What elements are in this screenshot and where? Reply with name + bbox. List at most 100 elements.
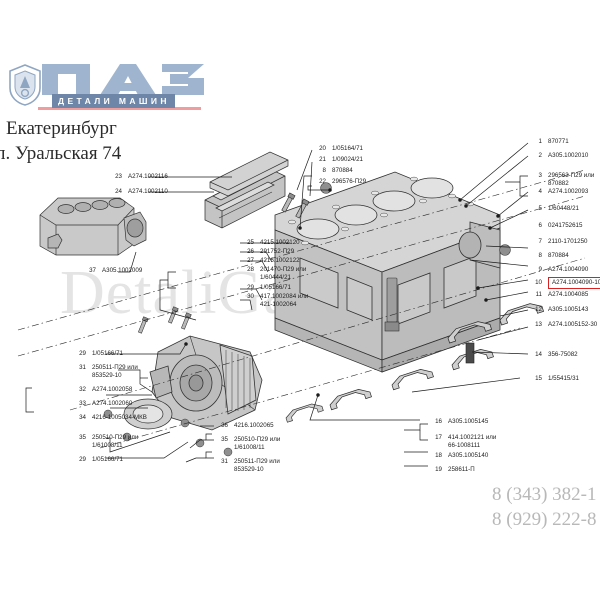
part-number: 19 xyxy=(435,466,442,473)
part-code: 1/05166/71 xyxy=(92,456,123,463)
part-code: 417.1002084 или xyxy=(260,293,309,300)
logo-subtitle: ДЕТАЛИ МАШИН xyxy=(52,94,175,108)
part-number: 26 xyxy=(247,248,254,255)
part-number: 31 xyxy=(221,458,228,465)
part-code: 870771 xyxy=(548,138,569,145)
part-number: 18 xyxy=(435,452,442,459)
part-row-top-center-22: 22 296576-П29 xyxy=(312,178,366,186)
part-code: 356-75082 xyxy=(548,351,578,358)
part-number: 22 xyxy=(319,178,326,185)
part-code: A274.1002116 xyxy=(128,173,168,180)
part-code: 250510-П29 или xyxy=(234,436,281,443)
part-number: 28 xyxy=(247,266,254,273)
part-number: 20 xyxy=(319,145,326,152)
part-code: A274.1002060 xyxy=(92,400,133,407)
part-number: 6 xyxy=(538,222,542,229)
part-number: 17 xyxy=(435,434,442,441)
part-number: 5 xyxy=(538,205,542,212)
part-code-alt: 421-1002064 xyxy=(260,300,297,308)
part-code-alt: 870882 xyxy=(548,179,569,187)
phone-number-1[interactable]: 8 (343) 382-1 xyxy=(492,484,597,505)
part-code: A305.1002010 xyxy=(548,152,589,159)
part-number: 14 xyxy=(535,351,542,358)
part-code-alt: 1/61008/11 xyxy=(92,441,123,449)
part-number: 2 xyxy=(538,152,542,159)
part-code: 1/05164/71 xyxy=(332,145,363,152)
part-code: 201470-П29 или xyxy=(260,266,307,273)
part-number: 35 xyxy=(79,434,86,441)
part-code-alt: 66-1008111 xyxy=(448,441,481,449)
part-row-right-6: 6 0241752615 xyxy=(528,222,583,230)
part-code: 1/55415/31 xyxy=(548,375,579,382)
company-street: л. Уральская 74 xyxy=(0,143,122,164)
part-code-alt: 1/60444/21 xyxy=(260,273,291,281)
part-code: 250510-П29 или xyxy=(92,434,139,441)
part-code: 4215.1002120 xyxy=(260,239,300,246)
part-code: 414.1002121 или xyxy=(448,434,497,441)
part-code: A274.1004090 xyxy=(548,266,589,273)
part-code-alt: 853529-10 xyxy=(92,371,122,379)
part-number: 11 xyxy=(535,291,542,298)
head-gasket-cover xyxy=(204,167,286,229)
part-code: 0241752615 xyxy=(548,222,583,229)
part-number: 29 xyxy=(79,350,86,357)
part-code: 4216.1002122 xyxy=(260,257,300,264)
part-code: 250511-П29 или xyxy=(234,458,280,465)
part-code: A274.1002093 xyxy=(548,188,589,195)
part-number: 7 xyxy=(538,238,542,245)
part-row-mid-left-26: 26 291752-П29 xyxy=(240,248,294,256)
part-number: 24 xyxy=(115,188,122,195)
part-code: 1/09024/21 xyxy=(332,156,363,163)
part-code: 1/05166/71 xyxy=(260,284,291,291)
part-code: 870884 xyxy=(548,252,569,259)
part-number: 8 xyxy=(322,167,326,174)
main-bearing-caps xyxy=(284,345,494,423)
part-code: 870884 xyxy=(332,167,353,174)
part-number: 1 xyxy=(538,138,542,145)
leader-lines-right xyxy=(411,142,529,393)
company-city: Екатеринбург xyxy=(6,118,117,139)
part-number: 4 xyxy=(538,188,542,195)
part-number: 13 xyxy=(535,321,542,328)
part-number: 34 xyxy=(79,414,86,421)
brand-logo: ДЕТАЛИ МАШИН xyxy=(8,62,204,114)
gaz-wordmark xyxy=(42,64,204,95)
part-code: 296576-П29 xyxy=(332,178,367,185)
part-code: A274.1002058 xyxy=(92,386,133,393)
part-code: A274.1004090-10 xyxy=(548,277,600,289)
part-code: 291752-П29 xyxy=(260,248,295,255)
part-code: A274.1005152-30 xyxy=(548,321,598,328)
part-code: 250511-П29 или xyxy=(92,364,138,371)
phone-number-2[interactable]: 8 (929) 222-8 xyxy=(492,509,597,530)
part-row-right-14: 14 356-75082 xyxy=(528,351,578,359)
part-number: 30 xyxy=(247,293,254,300)
part-number: 31 xyxy=(79,364,86,371)
part-number: 23 xyxy=(115,173,122,180)
part-row-top-left-23: 23 A274.1002116 xyxy=(108,173,168,181)
part-number: 3 xyxy=(538,172,542,179)
part-code: 296563-П29 или xyxy=(548,172,595,179)
part-code: 2110-1701250 xyxy=(548,238,588,245)
part-row-right-1: 1 870771 xyxy=(528,138,569,146)
